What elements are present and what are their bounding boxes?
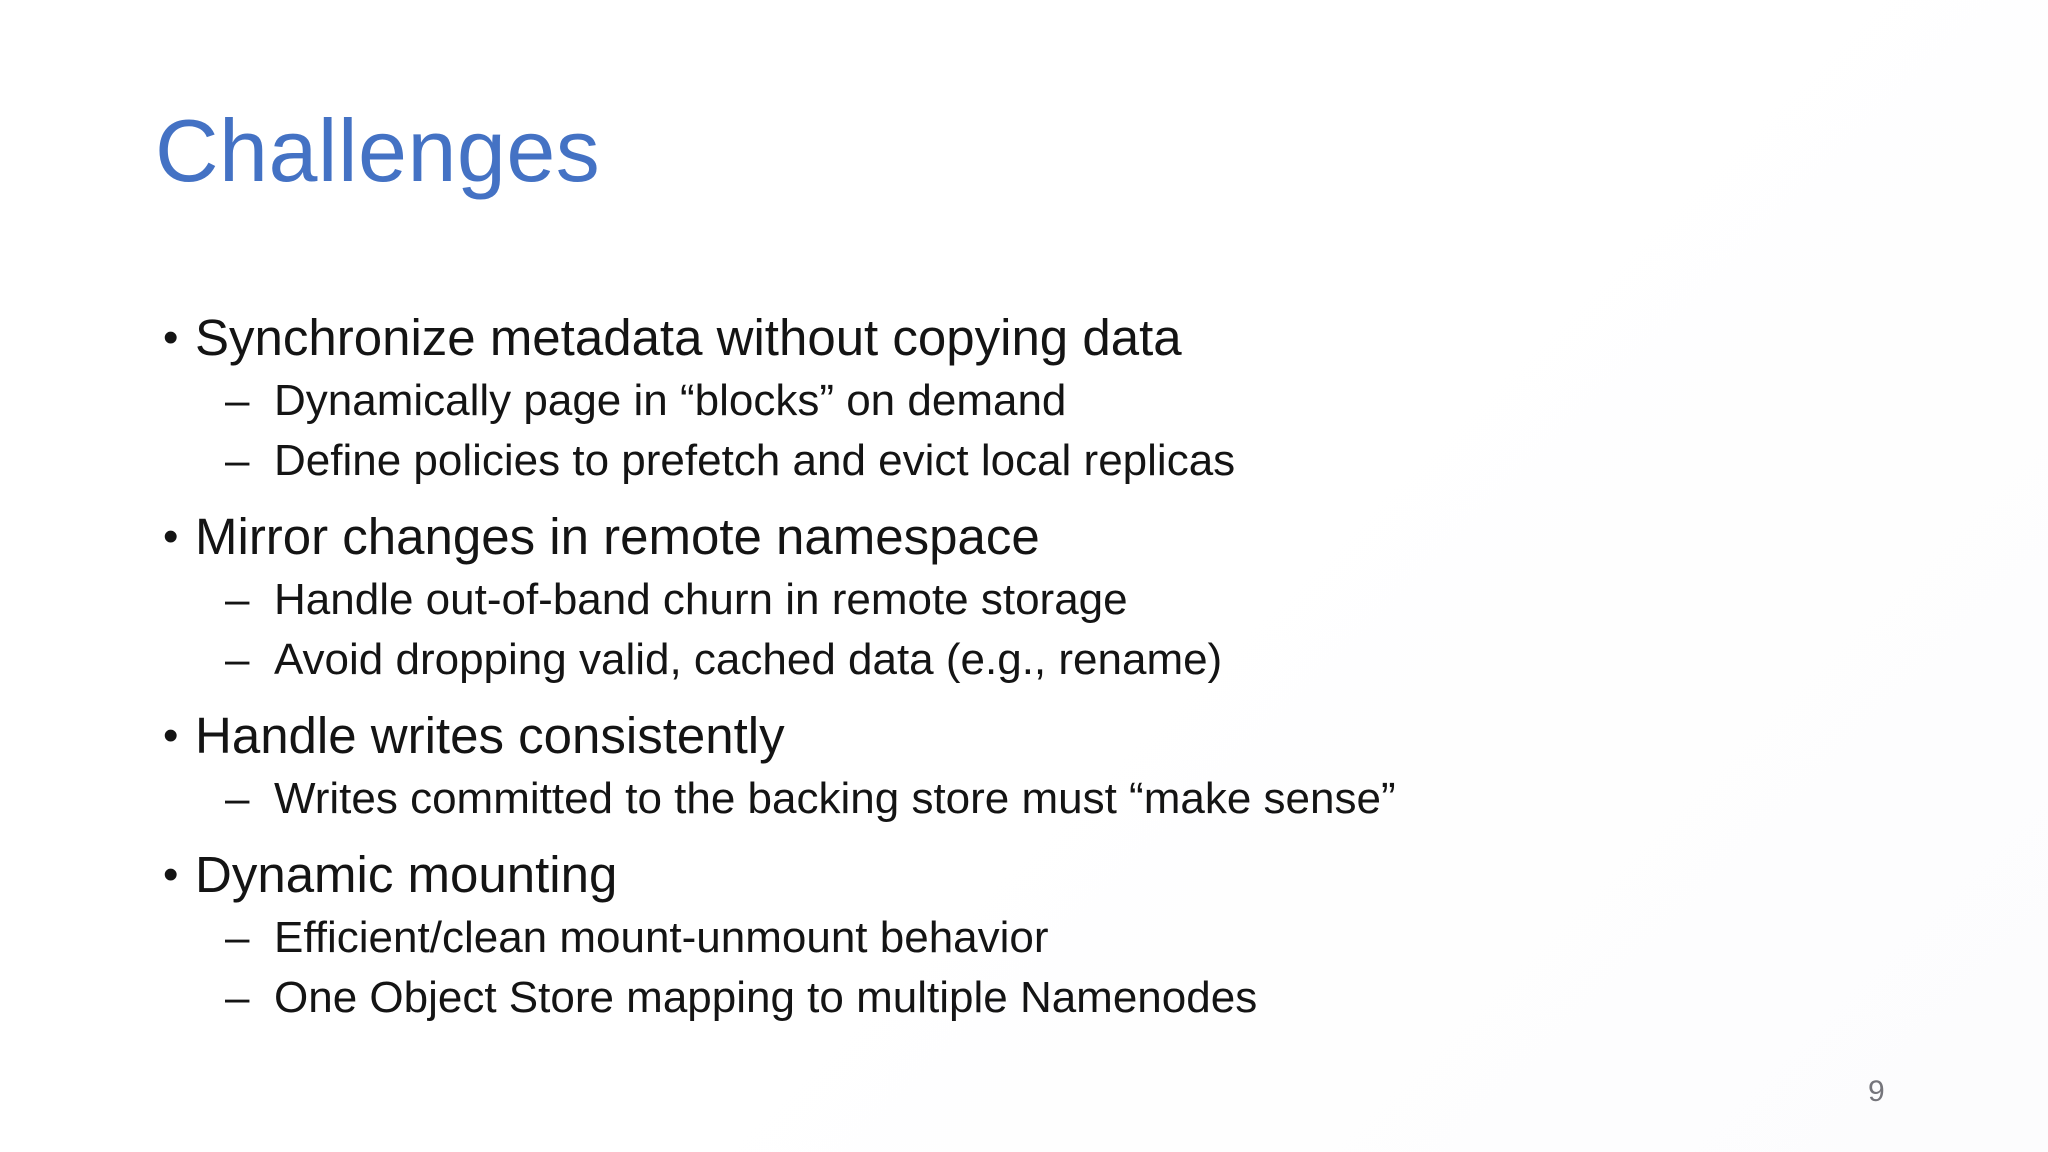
bullet-item: • Mirror changes in remote namespace — [150, 504, 1948, 570]
sub-bullet-item: – Handle out-of-band churn in remote sto… — [225, 570, 1948, 630]
bullet-item: • Handle writes consistently — [150, 703, 1948, 769]
sub-bullet-text: Dynamically page in “blocks” on demand — [274, 376, 1067, 425]
sub-bullet-item: – Avoid dropping valid, cached data (e.g… — [225, 630, 1948, 690]
sub-bullet-text: One Object Store mapping to multiple Nam… — [274, 973, 1258, 1022]
sub-bullet-item: – Efficient/clean mount-unmount behavior — [225, 908, 1948, 968]
bullet-text: Handle writes consistently — [195, 707, 785, 764]
sub-bullet-text: Handle out-of-band churn in remote stora… — [274, 575, 1128, 624]
dash-marker: – — [225, 913, 250, 962]
bullet-marker: • — [163, 850, 179, 899]
dash-marker: – — [225, 973, 250, 1022]
bullet-text: Synchronize metadata without copying dat… — [195, 309, 1182, 366]
dash-marker: – — [225, 376, 250, 425]
sub-bullet-text: Efficient/clean mount-unmount behavior — [274, 913, 1049, 962]
bullet-marker: • — [163, 512, 179, 561]
slide-title: Challenges — [155, 101, 601, 200]
slide-page-number: 9 — [1868, 1075, 1885, 1108]
sub-bullet-text: Avoid dropping valid, cached data (e.g.,… — [274, 635, 1223, 684]
sub-bullet-text: Writes committed to the backing store mu… — [274, 774, 1396, 823]
bullet-marker: • — [163, 711, 179, 760]
dash-marker: – — [225, 436, 250, 485]
sub-bullet-item: – Writes committed to the backing store … — [225, 769, 1948, 829]
sub-bullet-item: – Define policies to prefetch and evict … — [225, 431, 1948, 491]
sub-bullet-item: – Dynamically page in “blocks” on demand — [225, 371, 1948, 431]
slide-body: • Synchronize metadata without copying d… — [150, 305, 1948, 1028]
sub-bullet-text: Define policies to prefetch and evict lo… — [274, 436, 1236, 485]
bullet-item: • Synchronize metadata without copying d… — [150, 305, 1948, 371]
bullet-text: Dynamic mounting — [195, 846, 618, 903]
bullet-section: • Dynamic mounting – Efficient/clean mou… — [150, 842, 1948, 1028]
bullet-text: Mirror changes in remote namespace — [195, 508, 1040, 565]
bullet-section: • Handle writes consistently – Writes co… — [150, 703, 1948, 829]
bullet-item: • Dynamic mounting — [150, 842, 1948, 908]
sub-bullet-item: – One Object Store mapping to multiple N… — [225, 968, 1948, 1028]
bullet-marker: • — [163, 313, 179, 362]
bullet-section: • Mirror changes in remote namespace – H… — [150, 504, 1948, 690]
dash-marker: – — [225, 575, 250, 624]
bullet-section: • Synchronize metadata without copying d… — [150, 305, 1948, 491]
dash-marker: – — [225, 635, 250, 684]
dash-marker: – — [225, 774, 250, 823]
